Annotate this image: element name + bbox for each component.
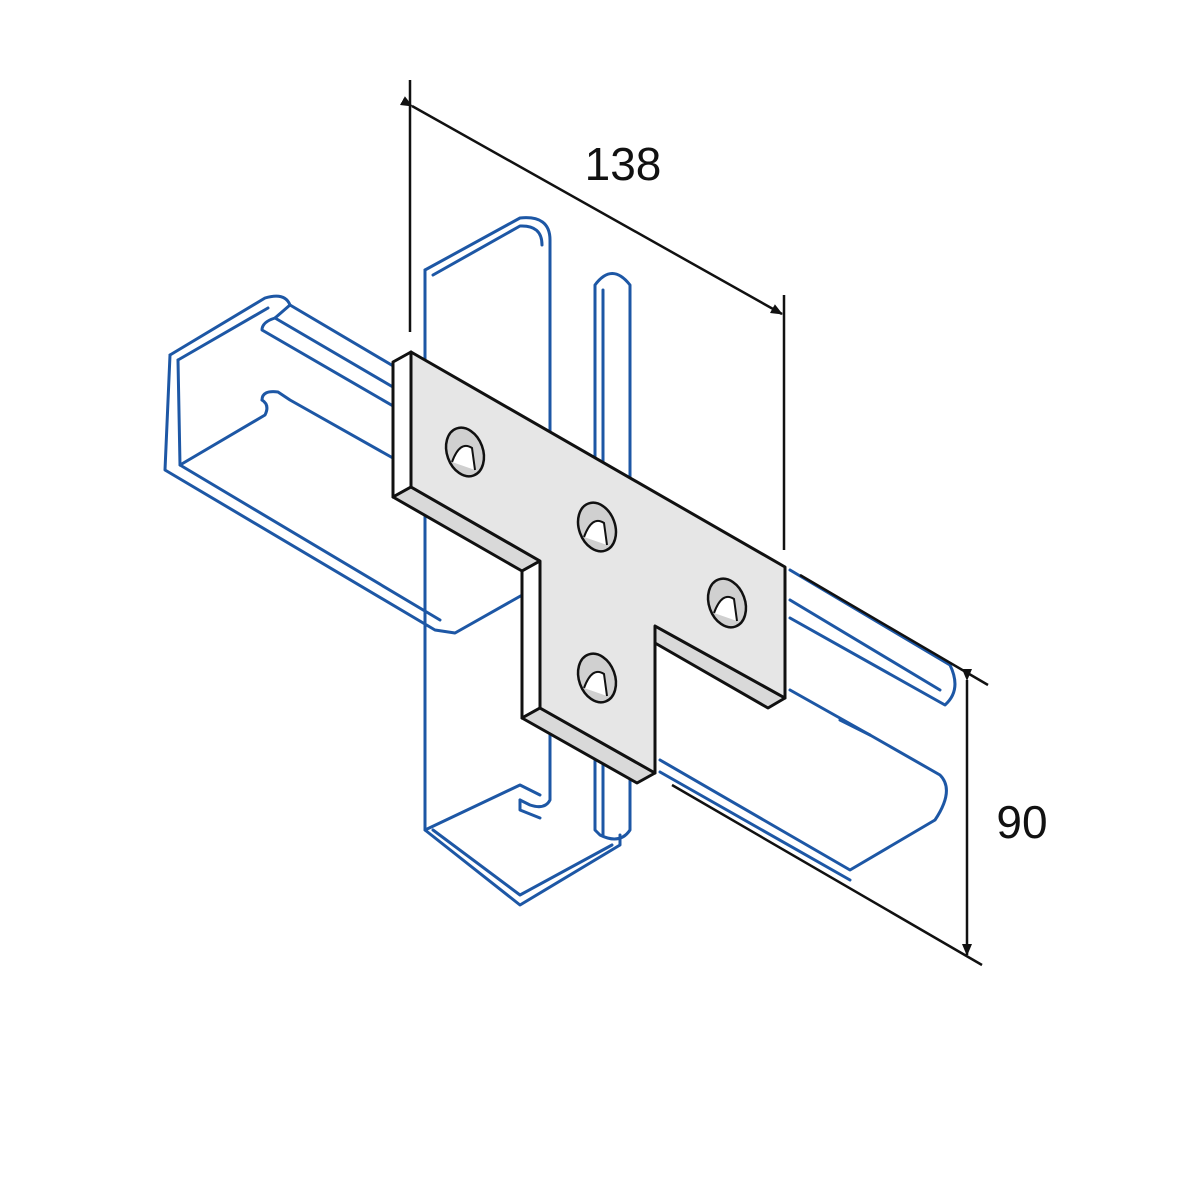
height-label: 90 <box>996 796 1047 848</box>
bolt-hole <box>576 501 618 553</box>
dimension-height: 90 <box>671 573 1048 967</box>
bolt-hole <box>706 577 748 629</box>
width-label: 138 <box>585 138 662 190</box>
bolt-hole <box>444 426 486 478</box>
bolt-hole <box>576 652 618 704</box>
horizontal-channel <box>163 294 957 882</box>
tee-plate <box>391 350 787 785</box>
dimension-width: 138 <box>399 80 786 550</box>
